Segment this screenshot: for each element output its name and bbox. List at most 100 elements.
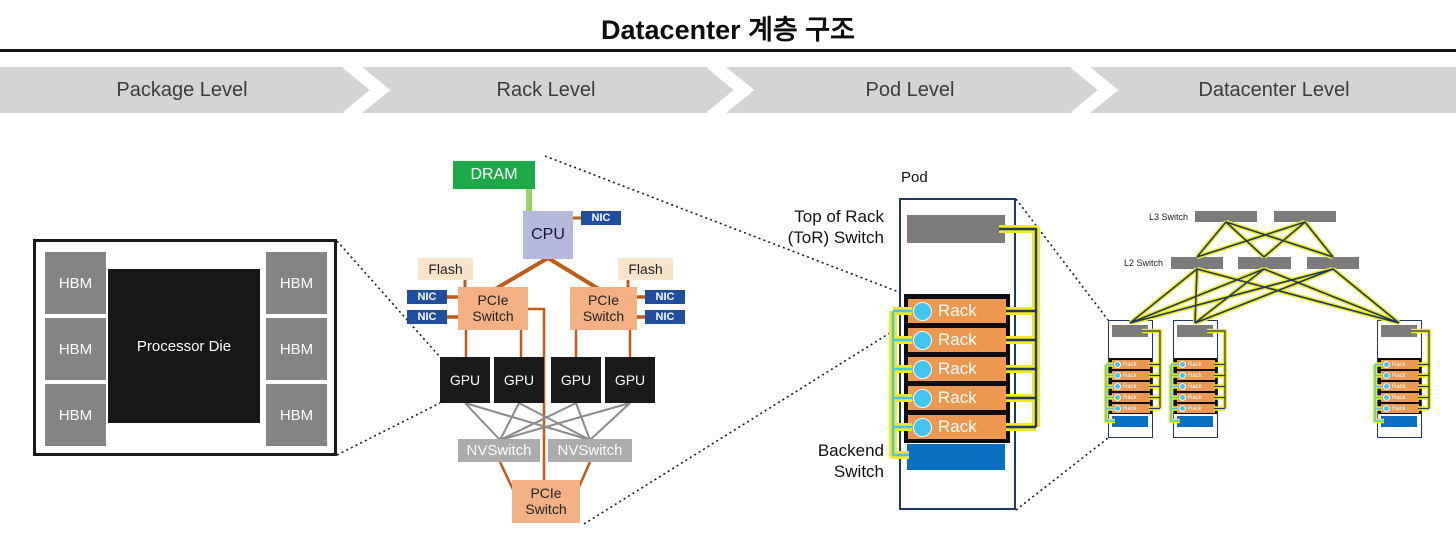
rack-row: Rack [908,415,1006,439]
gpu-nvswitch-link [499,402,631,441]
mini-rack-dot-icon [1382,382,1390,391]
gpu-nvswitch-link [575,402,591,441]
rack-label: Rack [938,301,977,320]
rack-dot-icon [913,301,932,321]
l2-switch-label: L2 Switch [1123,258,1163,268]
zoom-cone-pod-to-minipod [1015,437,1109,511]
rack-row: Rack [908,357,1006,381]
switch-mesh-link-glow [1196,219,1306,260]
switch-mesh-link-glow [1303,220,1335,259]
mini-rack-label: Rack [1188,361,1202,368]
chevron-separator-icon [706,67,755,113]
tor-switch-bar [907,215,1005,243]
mini-rack-label: Rack [1392,372,1406,379]
pcie-switch-box: PCIe Switch [458,287,528,330]
rack-label: Rack [938,388,977,407]
l3-switch-label: L3 Switch [1148,212,1188,222]
mini-rack-row: Rack [1176,371,1215,380]
mini-rack-label: Rack [1123,361,1137,368]
processor-die: Processor Die [108,269,260,423]
switch-mesh-link [1196,268,1400,324]
switch-mesh-link-glow [1128,267,1199,325]
mini-rack-label: Rack [1188,394,1202,401]
mini-rack-row: Rack [1380,382,1419,391]
rack-dot-icon [913,417,932,437]
nic-box: NIC [581,211,621,225]
switch-mesh-link-glow [1263,266,1400,326]
mini-rack-dot-icon [1113,371,1121,380]
switch-mesh-link [1225,221,1334,258]
mini-rack-label: Rack [1392,361,1406,368]
hbm-chip: HBM [266,384,327,446]
mini-backend-switch-bar [1381,416,1417,427]
mini-rack-dot-icon [1113,404,1121,413]
mini-rack-row: Rack [1111,360,1150,369]
mini-rack-dot-icon [1113,382,1121,391]
mini-rack-row: Rack [1380,360,1419,369]
gpu-box: GPU [605,357,655,403]
switch-mesh-link-glow [1225,219,1334,260]
banner-segment-datacenter-level: Datacenter Level [1198,78,1350,101]
mini-rack-label: Rack [1123,383,1137,390]
gpu-nvswitch-mesh [464,402,631,441]
nic-box: NIC [407,290,447,304]
mini-rack-label: Rack [1392,405,1406,412]
mini-backend-switch-bar [1112,416,1148,427]
switch-mesh-link-glow [1129,266,1265,326]
mini-rack-label: Rack [1123,372,1137,379]
gpu-nvswitch-link [464,402,591,441]
chevron-separator-icon [342,67,391,113]
mini-tor-switch-bar [1112,325,1148,337]
mini-rack-row: Rack [1111,404,1150,413]
dram-box: DRAM [453,161,535,189]
hbm-chip: HBM [45,252,106,314]
switch-mesh-link [1194,268,1265,324]
gpu-nvswitch-link [518,402,591,441]
pcie-switch-box: PCIe Switch [570,287,637,330]
zoom-cone-package-to-gpu [336,402,441,456]
mini-rack-dot-icon [1178,360,1186,369]
switch-mesh-link [1196,221,1227,258]
mini-rack-row: Rack [1176,360,1215,369]
hbm-chip: HBM [45,384,106,446]
switch-mesh-link [1263,221,1306,258]
switch-mesh-link-glow [1331,267,1401,325]
flash-box: Flash [418,258,473,280]
mini-rack-row: Rack [1176,393,1215,402]
mini-rack-row: Rack [1380,404,1419,413]
rack-dot-icon [913,330,932,350]
page-title: Datacenter 계층 구조 [601,15,855,45]
mini-rack-row: Rack [1380,393,1419,402]
switch-mesh-link-glow [1262,220,1307,259]
mini-rack-dot-icon [1382,360,1390,369]
mini-rack-dot-icon [1178,393,1186,402]
switch-mesh-link [1194,268,1334,324]
rack-row: Rack [908,328,1006,352]
mini-rack-dot-icon [1113,393,1121,402]
mini-rack-row: Rack [1176,382,1215,391]
switch-mesh-link-glow [1193,267,1266,325]
title-divider [0,49,1456,52]
backend-switch-label: Backend Switch [817,441,884,481]
switch-mesh-link [1225,221,1265,258]
mini-rack-dot-icon [1178,382,1186,391]
gpu-nvswitch-link [464,402,501,441]
switch-mesh-link [1332,268,1400,324]
mini-rack-row: Rack [1111,371,1150,380]
mini-rack-row: Rack [1111,382,1150,391]
rack-dot-icon [913,359,932,379]
rack-label: Rack [938,417,977,436]
switch-mesh-link [1304,221,1334,258]
rack-label: Rack [938,330,977,349]
gpu-box: GPU [494,357,544,403]
mini-tor-switch-bar [1177,325,1213,337]
mini-rack-dot-icon [1178,404,1186,413]
l3-switch-bar [1274,211,1336,222]
l3-switch-bar [1195,211,1257,222]
switch-mesh-link [1194,268,1198,324]
pod-title: Pod [901,169,928,186]
switch-mesh-link [1129,268,1265,324]
nic-box: NIC [645,310,685,324]
